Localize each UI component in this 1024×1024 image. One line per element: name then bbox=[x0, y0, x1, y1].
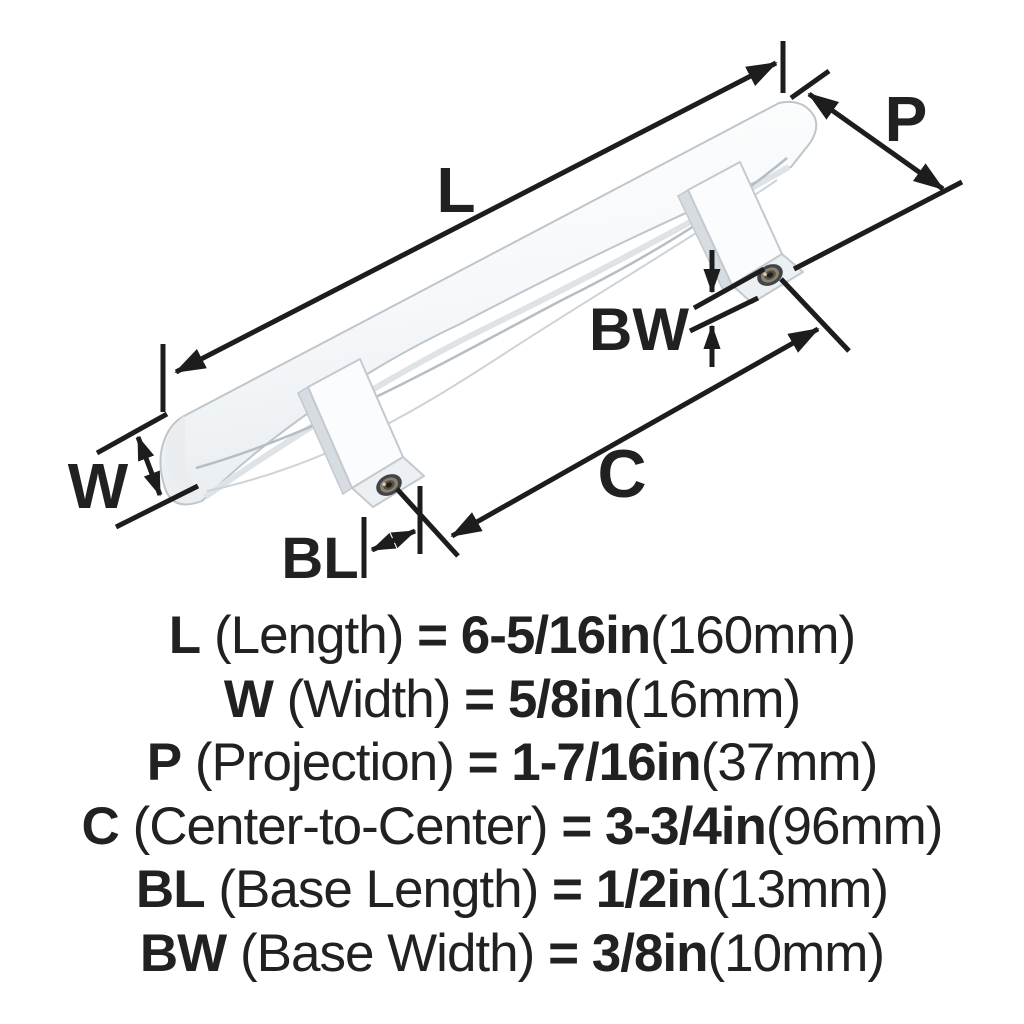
length-dimension: L bbox=[160, 41, 786, 412]
bar-left-cap bbox=[164, 416, 199, 500]
label-C: C bbox=[597, 436, 646, 512]
label-P: P bbox=[885, 83, 928, 155]
right-hole-extension-up bbox=[792, 179, 964, 272]
label-L: L bbox=[436, 154, 475, 226]
spec-symbol: W bbox=[223, 669, 274, 729]
spec-value-mm: (37mm) bbox=[700, 733, 879, 792]
spec-value-mm: (13mm) bbox=[711, 860, 890, 919]
width-dimension: W bbox=[68, 411, 200, 530]
spec-symbol: P bbox=[146, 733, 182, 792]
base-length-dimension: BL bbox=[281, 486, 423, 591]
spec-line-projection: P(Projection)= 1-7/16in(37mm) bbox=[0, 731, 1024, 795]
spec-value-mm: (160mm) bbox=[650, 606, 856, 665]
spec-value-in: = 3/8in bbox=[548, 923, 708, 983]
spec-value-in: = 5/8in bbox=[464, 669, 624, 729]
spec-symbol: BW bbox=[139, 923, 227, 983]
spec-value-in: = 6-5/16in bbox=[417, 606, 651, 665]
w-tick-upper bbox=[95, 411, 169, 456]
spec-value-mm: (16mm) bbox=[623, 669, 802, 729]
w-tick-lower bbox=[114, 483, 200, 530]
spec-name: (Center-to-Center) bbox=[132, 796, 549, 856]
spec-name: (Base Length) bbox=[218, 860, 539, 919]
spec-line-length: L(Length)= 6-5/16in(160mm) bbox=[0, 604, 1024, 668]
spec-list: L(Length)= 6-5/16in(160mm) W(Width)= 5/8… bbox=[0, 604, 1024, 985]
projection-dimension: P bbox=[789, 68, 945, 192]
p-dim-line bbox=[807, 91, 945, 192]
bw-tick-upper bbox=[692, 266, 766, 311]
spec-value-in: = 1/2in bbox=[552, 860, 712, 919]
spec-line-width: W(Width)= 5/8in(16mm) bbox=[0, 668, 1024, 732]
spec-symbol: L bbox=[168, 606, 201, 665]
spec-symbol: BL bbox=[135, 860, 206, 919]
spec-symbol: C bbox=[81, 796, 120, 856]
right-hole-extension-down bbox=[779, 277, 851, 353]
handle-bar bbox=[159, 100, 818, 506]
label-W: W bbox=[68, 450, 129, 522]
label-BL: BL bbox=[281, 526, 358, 591]
spec-line-base-length: BL(Base Length)= 1/2in(13mm) bbox=[0, 858, 1024, 922]
left-screw-hole bbox=[376, 474, 402, 496]
spec-name: (Length) bbox=[213, 606, 404, 665]
left-post bbox=[297, 358, 425, 508]
spec-line-center-to-center: C(Center-to-Center)= 3-3/4in(96mm) bbox=[0, 795, 1024, 859]
l-dim-line bbox=[174, 60, 778, 375]
spec-value-mm: (10mm) bbox=[707, 923, 886, 983]
dimension-annotations: L P C W bbox=[68, 41, 964, 591]
bl-dim-arrow bbox=[370, 528, 417, 553]
center-to-center-dimension: C bbox=[395, 179, 964, 558]
base-width-dimension: BW bbox=[589, 250, 766, 367]
spec-value-in: = 3-3/4in bbox=[561, 796, 767, 856]
spec-name: (Projection) bbox=[194, 733, 455, 792]
c-dim-line bbox=[450, 326, 820, 539]
bw-tick-lower bbox=[688, 295, 760, 334]
spec-value-in: = 1-7/16in bbox=[467, 733, 702, 792]
spec-line-base-width: BW(Base Width)= 3/8in(10mm) bbox=[0, 922, 1024, 986]
label-BW: BW bbox=[589, 296, 689, 363]
w-dim-arrow bbox=[135, 435, 163, 497]
spec-value-mm: (96mm) bbox=[765, 796, 944, 856]
p-end-tick bbox=[789, 68, 831, 101]
handle-illustration bbox=[159, 100, 818, 508]
left-hole-extension bbox=[395, 487, 460, 558]
spec-name: (Base Width) bbox=[239, 923, 535, 983]
spec-name: (Width) bbox=[286, 669, 452, 729]
